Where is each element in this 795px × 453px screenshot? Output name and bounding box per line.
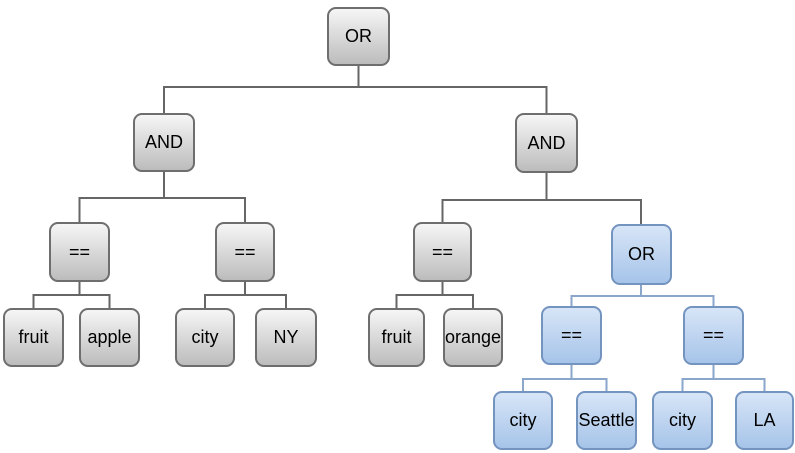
node-eq-fruit-orange: == — [413, 222, 472, 282]
node-leaf-la: LA — [735, 391, 794, 450]
edge-eq-to-fruit-1 — [32, 282, 81, 308]
edge-or-root-to-and-left — [163, 66, 360, 113]
edge-and-right-to-eq-fruit-orange — [441, 173, 548, 222]
node-or-city: OR — [611, 224, 672, 285]
edge-eq-to-city-3 — [681, 365, 715, 391]
edge-eq-to-apple — [78, 282, 111, 308]
node-leaf-city-1: city — [175, 308, 235, 367]
node-leaf-city-2: city — [493, 391, 553, 450]
edge-eq-to-orange — [441, 282, 474, 308]
node-eq-fruit-apple: == — [49, 222, 110, 282]
edge-eq-to-city-1 — [204, 282, 246, 308]
node-or-root: OR — [327, 7, 390, 66]
node-leaf-orange: orange — [443, 308, 503, 367]
node-leaf-fruit-1: fruit — [3, 308, 64, 367]
edge-eq-to-la — [712, 365, 766, 391]
node-leaf-seattle: Seattle — [576, 391, 637, 450]
edge-eq-to-seattle — [570, 365, 608, 391]
edge-or-city-to-eq-seattle — [570, 285, 642, 306]
node-leaf-fruit-2: fruit — [368, 308, 425, 367]
edge-or-city-to-eq-la — [640, 285, 715, 306]
node-and-right: AND — [515, 113, 578, 173]
node-leaf-ny: NY — [255, 308, 317, 367]
edge-and-left-to-eq-fruit-apple — [78, 172, 165, 222]
node-leaf-apple: apple — [79, 308, 140, 367]
node-leaf-city-3: city — [652, 391, 713, 450]
node-eq-city-la: == — [683, 306, 744, 365]
edge-and-left-to-eq-city-ny — [163, 172, 246, 222]
edge-and-right-to-or-city — [545, 173, 642, 224]
edge-eq-to-fruit-2 — [395, 282, 444, 308]
node-and-left: AND — [133, 113, 195, 172]
edge-eq-to-city-2 — [522, 365, 573, 391]
edge-eq-to-ny — [244, 282, 287, 308]
edge-or-root-to-and-right — [357, 66, 548, 113]
node-eq-city-ny: == — [215, 222, 275, 282]
node-eq-city-seattle: == — [541, 306, 602, 365]
